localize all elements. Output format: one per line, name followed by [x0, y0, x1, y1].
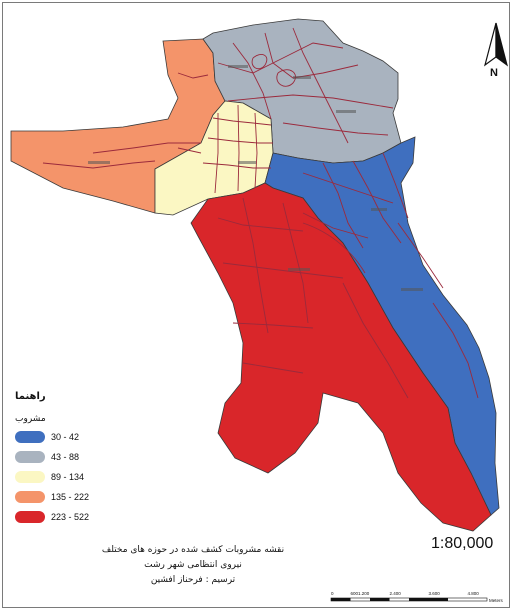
legend: راهنما مشروب 30 - 42 43 - 88 89 - 134 135 -…	[15, 391, 155, 525]
legend-label: 30 - 42	[51, 431, 80, 442]
legend-item: 43 - 88	[15, 448, 155, 465]
legend-items: 30 - 42 43 - 88 89 - 134 135 - 222 223 - 522	[15, 428, 155, 525]
scale-bar-label: 2.400	[390, 591, 402, 596]
legend-swatch	[15, 430, 45, 443]
city-map	[10, 18, 500, 532]
district-labels	[88, 65, 423, 291]
scale-bar-label: 6001.200	[351, 591, 370, 596]
legend-item: 135 - 222	[15, 488, 155, 505]
legend-title: راهنما	[15, 391, 46, 402]
legend-label: 43 - 88	[51, 451, 80, 462]
legend-item: 89 - 134	[15, 468, 155, 485]
north-arrow-icon	[483, 22, 509, 67]
north-label: N	[490, 67, 498, 79]
map-caption: نقشه مشروبات کشف شده در حوزه های مختلف ن…	[43, 543, 343, 588]
legend-label: 135 - 222	[51, 491, 90, 502]
caption-line-2: نیروی انتظامی شهر رشت	[144, 560, 242, 570]
legend-label: 89 - 134	[51, 471, 85, 482]
legend-swatch	[15, 510, 45, 523]
legend-item: 223 - 522	[15, 508, 155, 525]
caption-line-1: نقشه مشروبات کشف شده در حوزه های مختلف	[101, 545, 285, 555]
legend-item: 30 - 42	[15, 428, 155, 445]
scale-bar-label: 3.600	[429, 591, 441, 596]
legend-label: 223 - 522	[51, 511, 90, 522]
caption-line-3: ترسیم : فرحناز افشین	[150, 575, 236, 585]
scale-bar: 0 6001.200 2.400 3.600 4.800 Meters	[330, 591, 504, 603]
scale-ratio: 1:80,000	[431, 535, 494, 552]
scale-bar-unit: Meters	[489, 598, 504, 603]
scale-bar-label: 0	[331, 591, 334, 596]
legend-subtitle: مشروب	[15, 414, 46, 424]
legend-swatch	[15, 450, 45, 463]
legend-swatch	[15, 470, 45, 483]
legend-swatch	[15, 490, 45, 503]
scale-bar-label: 4.800	[468, 591, 480, 596]
region-red[interactable]	[190, 182, 492, 532]
